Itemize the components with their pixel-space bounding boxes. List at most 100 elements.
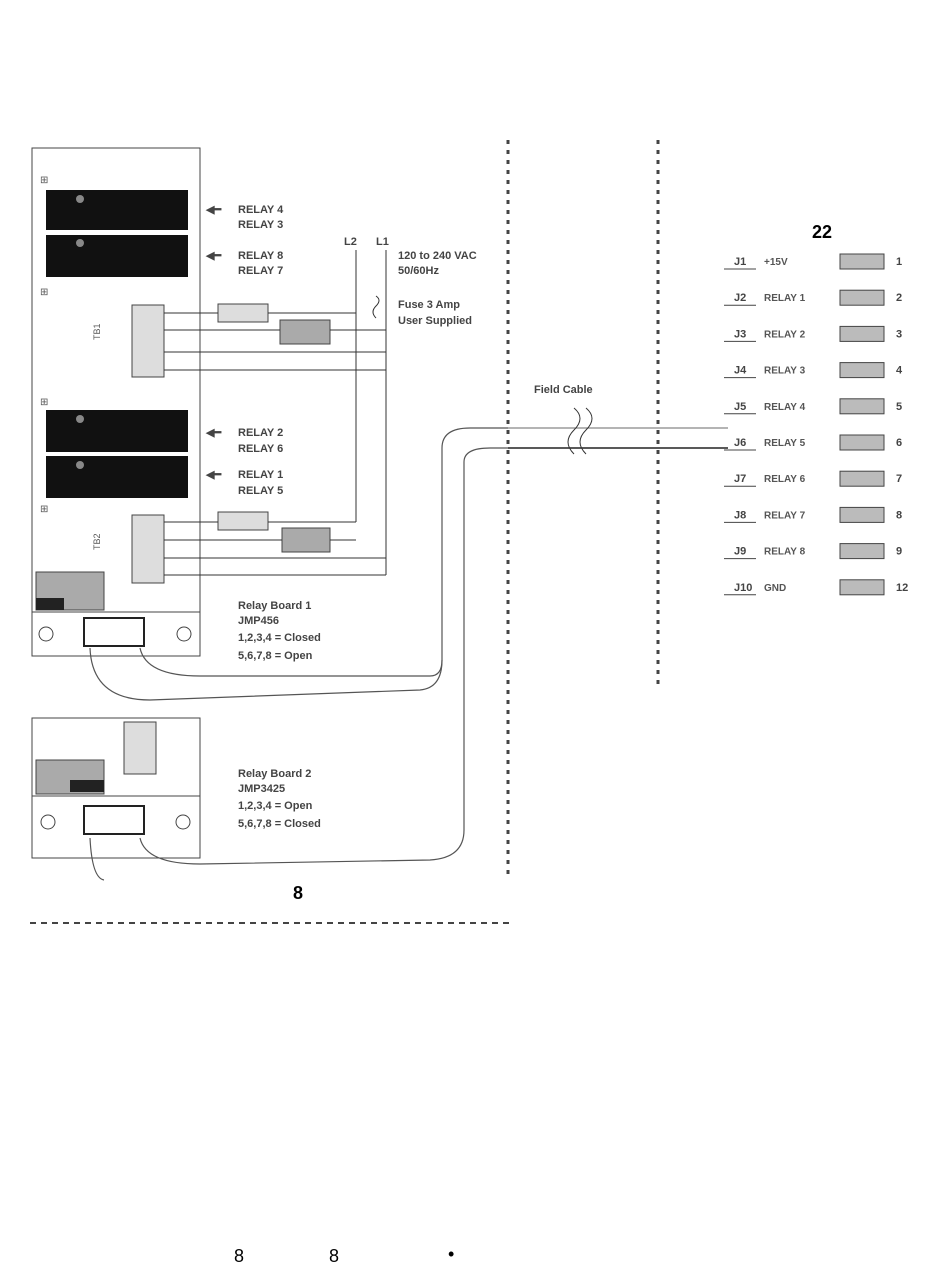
field-cable-label: Field Cable <box>534 384 593 396</box>
mounting-hole <box>175 814 191 830</box>
arrow-icon: ◀━ <box>205 469 221 481</box>
indicator-labels-top: ◀━ RELAY 4 RELAY 3 ◀━ RELAY 8 RELAY 7 <box>205 204 284 277</box>
terminal-tag: J3 <box>734 328 746 340</box>
relay-board-top: ⊞ ⊞ ⊞ ⊞ TB1 TB2 <box>31 147 201 657</box>
fuse-rating: Fuse 3 Amp <box>398 299 460 311</box>
indicator-label: RELAY 4 <box>238 204 284 216</box>
terminal-pin: 9 <box>896 546 902 558</box>
indicator-label: RELAY 1 <box>238 469 283 481</box>
board1-jumpers: JMP456 <box>238 615 279 627</box>
power-phase: 50/60Hz <box>398 265 439 277</box>
l1-label: L1 <box>376 236 389 248</box>
indicator-label: RELAY 3 <box>238 219 283 231</box>
relay-block <box>46 235 188 277</box>
terminal-side-label: TB1 <box>92 323 102 340</box>
footer-item: 8 <box>234 1246 244 1266</box>
terminal-pin: 12 <box>896 582 908 594</box>
indicator-label: RELAY 6 <box>238 443 283 455</box>
power-labels: L2 L1 120 to 240 VAC 50/60Hz Fuse 3 Amp … <box>344 236 477 327</box>
terminal-tag: J8 <box>734 509 746 521</box>
fuse <box>217 303 269 323</box>
terminal-pin: 5 <box>896 401 902 413</box>
right-section-number: 22 <box>812 222 832 242</box>
board-id-strip <box>70 780 104 792</box>
terminal-label: RELAY 4 <box>764 402 806 413</box>
terminal-connector <box>839 579 885 596</box>
board1-title: Relay Board 1 <box>238 600 311 612</box>
terminal-pin: 4 <box>896 365 903 377</box>
indicator-label: RELAY 8 <box>238 250 283 262</box>
mounting-hole <box>38 626 54 642</box>
footer-item: 8 <box>329 1246 339 1266</box>
fuse <box>281 527 331 553</box>
ribbon-cables <box>89 427 508 881</box>
fuse <box>279 319 331 345</box>
terminal-pin: 1 <box>896 256 902 268</box>
terminal-tag: J4 <box>734 365 747 377</box>
terminal-row: J4 RELAY 3 4 <box>724 362 903 379</box>
relay-led <box>76 461 84 469</box>
board-corner-mark: ⊞ <box>40 397 48 408</box>
terminal-tag: J10 <box>734 582 752 594</box>
terminal-connector <box>839 434 885 451</box>
board2-line1: 1,2,3,4 = Open <box>238 800 313 812</box>
wires-top <box>164 250 387 576</box>
power-source: 120 to 240 VAC <box>398 250 477 262</box>
terminal-row: J5 RELAY 4 5 <box>724 398 902 415</box>
terminal-label: RELAY 2 <box>764 329 806 340</box>
fuse <box>217 511 269 531</box>
terminal-label: RELAY 1 <box>764 293 806 304</box>
terminal-side-label: TB2 <box>92 533 102 550</box>
board1-info: Relay Board 1 JMP456 1,2,3,4 = Closed 5,… <box>238 600 321 662</box>
arrow-icon: ◀━ <box>205 204 221 216</box>
board1-line2: 5,6,7,8 = Open <box>238 650 313 662</box>
terminal-pin: 6 <box>896 437 902 449</box>
connector <box>83 805 145 835</box>
relay-board-bottom <box>31 717 201 859</box>
relay-board-bottom-outline <box>31 717 201 859</box>
terminal-label: RELAY 3 <box>764 366 806 377</box>
terminal-row: J6 RELAY 5 6 <box>724 434 902 451</box>
relay-block <box>46 456 188 498</box>
relay-led <box>76 415 84 423</box>
terminal-pin: 2 <box>896 292 902 304</box>
terminal-connector <box>839 398 885 415</box>
terminal-label: RELAY 8 <box>764 547 806 558</box>
arrow-icon: ◀━ <box>205 427 221 439</box>
terminal-tag: J6 <box>734 437 746 449</box>
terminal-connector <box>839 543 885 560</box>
terminal-block <box>131 514 165 584</box>
left-section-number: 8 <box>293 883 303 903</box>
board-id-strip <box>36 598 64 610</box>
terminal-connector <box>839 506 885 523</box>
terminal-label: RELAY 7 <box>764 510 806 521</box>
terminal-label: RELAY 5 <box>764 438 806 449</box>
connector <box>83 617 145 647</box>
relay-led <box>76 239 84 247</box>
relay-led <box>76 195 84 203</box>
board2-line2: 5,6,7,8 = Closed <box>238 818 321 830</box>
terminal-connector <box>839 325 885 342</box>
board-corner-mark: ⊞ <box>40 287 48 298</box>
cable-break <box>567 407 581 455</box>
terminal-tag: J5 <box>734 401 746 413</box>
terminal-pin: 7 <box>896 473 902 485</box>
mounting-hole <box>176 626 192 642</box>
fuse-supplied: User Supplied <box>398 315 472 327</box>
indicator-labels-mid: ◀━ RELAY 2 RELAY 6 ◀━ RELAY 1 RELAY 5 <box>205 427 283 497</box>
terminal-connector <box>839 362 885 379</box>
mounting-hole <box>40 814 56 830</box>
terminal-connector <box>839 470 885 487</box>
board2-info: Relay Board 2 JMP3425 1,2,3,4 = Open 5,6… <box>238 768 321 830</box>
terminal-block <box>131 304 165 378</box>
terminal-tag: J7 <box>734 473 746 485</box>
relay-block <box>46 410 188 452</box>
terminal-connector <box>839 289 885 306</box>
field-cable: Field Cable <box>508 384 728 455</box>
